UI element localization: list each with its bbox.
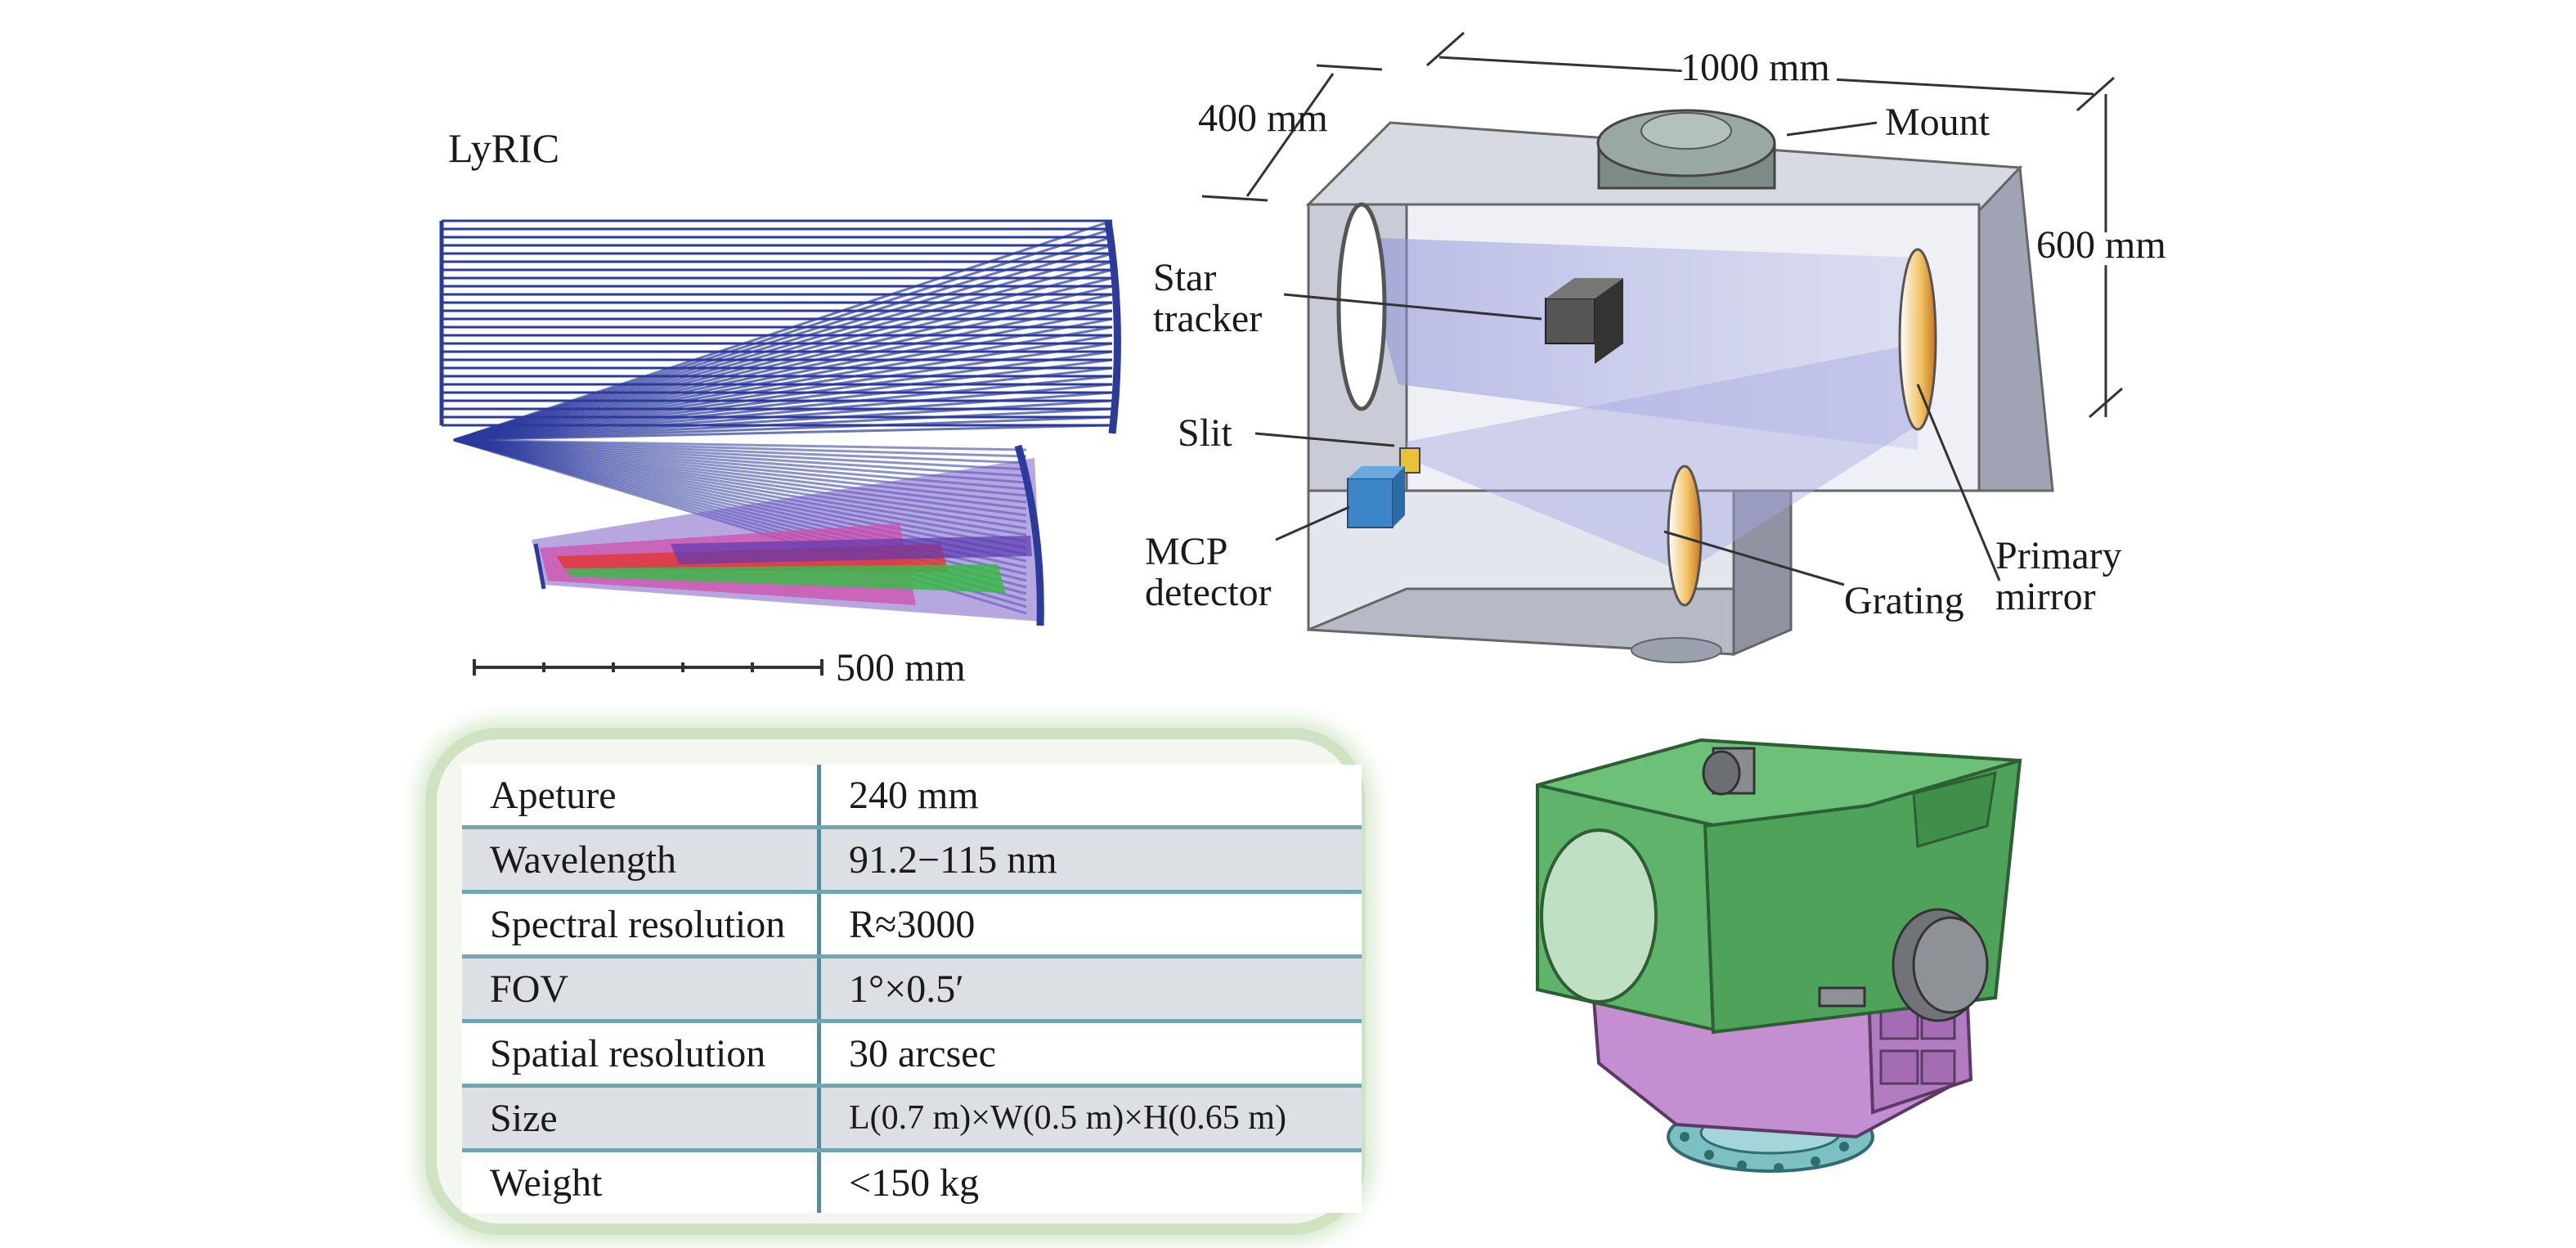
dimension-length: 1000 mm (1681, 46, 1830, 89)
ray (453, 268, 1113, 442)
callout-mcp-2: detector (1145, 571, 1272, 614)
callout-slit: Slit (1178, 411, 1232, 455)
ray (453, 366, 1113, 442)
entrance-aperture (1336, 202, 1387, 411)
scale-bar (473, 659, 824, 676)
detector-plane (533, 543, 546, 590)
grating-trace (1014, 444, 1044, 626)
primary-mirror-trace (1104, 220, 1121, 434)
spec-value: 91.2−115 nm (819, 827, 1362, 894)
ray (453, 399, 1113, 442)
housing-floor (1308, 587, 1735, 656)
callout-primary-1: Primary (1995, 534, 2122, 577)
callout-leaders (1254, 121, 2001, 586)
spec-value: 1°×0.5′ (819, 956, 1362, 1023)
ray (453, 415, 1113, 442)
spec-param: Spectral resolution (462, 891, 821, 958)
cad-star-tracker (1702, 747, 1756, 796)
grating (1667, 465, 1703, 607)
spec-param: Apeture (462, 765, 821, 829)
figure-title: LyRIC (448, 125, 559, 171)
dimension-depth: 400 mm (1198, 97, 1328, 140)
mount (1596, 109, 1776, 190)
dimension-height: 600 mm (2036, 223, 2166, 267)
spectrum-rays (532, 458, 1043, 622)
spec-value: <150 kg (819, 1150, 1362, 1213)
callout-star-tracker-1: Star (1153, 256, 1216, 299)
slit (1399, 447, 1420, 474)
ray-trace-diagram: LyRIC 500 mm (439, 125, 1121, 689)
callout-mcp-1: MCP (1145, 530, 1227, 573)
callout-primary-2: mirror (1995, 575, 2096, 618)
callout-grating: Grating (1844, 579, 1964, 622)
callout-mount: Mount (1885, 101, 1990, 144)
light-beam-primary (1358, 237, 1918, 450)
spec-param: Weight (462, 1150, 821, 1213)
spec-param: FOV (462, 956, 821, 1023)
spec-value: R≈3000 (819, 891, 1362, 958)
spec-value: 30 arcsec (819, 1021, 1362, 1088)
cad-aperture (1540, 828, 1658, 1003)
cad-model (1536, 738, 2022, 1173)
spec-param: Spatial resolution (462, 1021, 821, 1088)
spec-value: L(0.7 m)×W(0.5 m)×H(0.65 m) (819, 1085, 1362, 1152)
table-row: Weight<150 kg (462, 1150, 1362, 1213)
primary-mirror (1898, 248, 1937, 431)
instrument-housing-diagram: 1000 mm 400 mm 600 mm Mount Star tracker… (1145, 31, 2174, 663)
star-tracker (1545, 278, 1623, 364)
callout-star-tracker-2: tracker (1153, 297, 1262, 340)
bottom-mount (1631, 637, 1722, 663)
spec-value: 240 mm (819, 765, 1362, 829)
spec-param: Size (462, 1085, 821, 1152)
spec-param: Wavelength (462, 827, 821, 894)
ray (453, 219, 1113, 442)
cad-box-notch (1912, 770, 1997, 848)
light-beam-grating (1407, 343, 1918, 572)
mcp-detector (1347, 466, 1405, 528)
cad-motor (1818, 908, 1989, 1022)
ray (453, 317, 1113, 442)
ray (453, 424, 1113, 442)
dimension-lines (1201, 31, 2123, 419)
scale-bar-label: 500 mm (836, 646, 966, 689)
